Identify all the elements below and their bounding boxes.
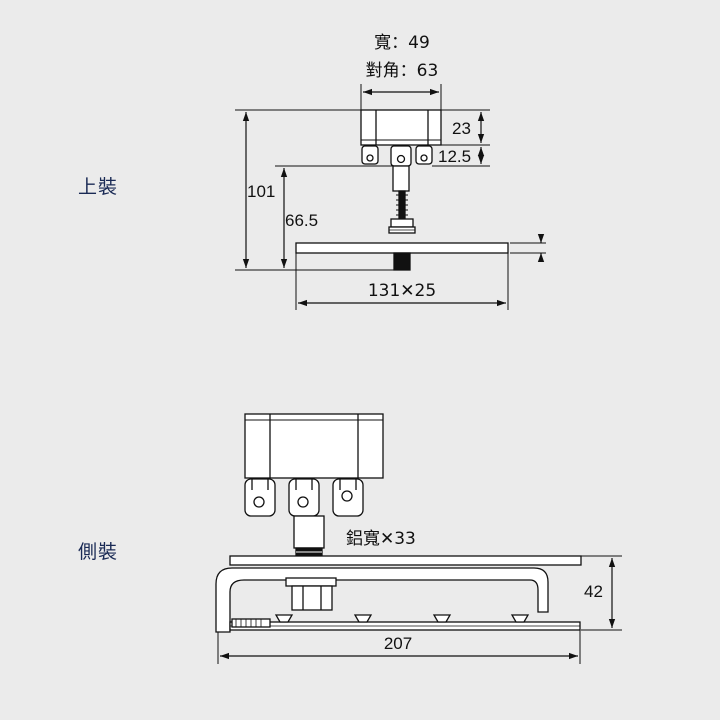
side-nut [291,585,333,611]
section-label-top-mount: 上裝 [78,176,119,198]
dim-aluminum-width: 鋁寬✕33 [346,529,416,549]
dim-wheel-height: 12.5 [438,147,471,166]
side-wheels [244,478,364,517]
dim-width-label: 寬：49 [374,33,430,53]
side-aluminum-rail [229,555,582,566]
section-label-side-mount: 側裝 [78,541,119,563]
top-bolt-end [393,252,411,271]
top-stem-housing [392,165,410,192]
dim-stem-height: 66.5 [285,211,318,230]
dim-side-height: 42 [584,582,603,601]
side-mount-drawing [215,413,622,664]
dim-side-length: 207 [384,634,412,653]
top-mount-drawing [235,84,546,310]
top-nut [390,218,414,228]
side-stem-housing [293,515,325,549]
dim-body-height: 23 [452,119,471,138]
dim-total-height: 101 [247,182,275,201]
side-caster-body [244,413,384,479]
dim-diagonal-label: 對角：63 [366,61,439,81]
dim-plate-size: 131✕25 [368,281,436,301]
side-u-frame [215,567,549,633]
side-screws [274,614,530,623]
top-wheels [361,145,433,167]
top-plate [295,242,509,254]
